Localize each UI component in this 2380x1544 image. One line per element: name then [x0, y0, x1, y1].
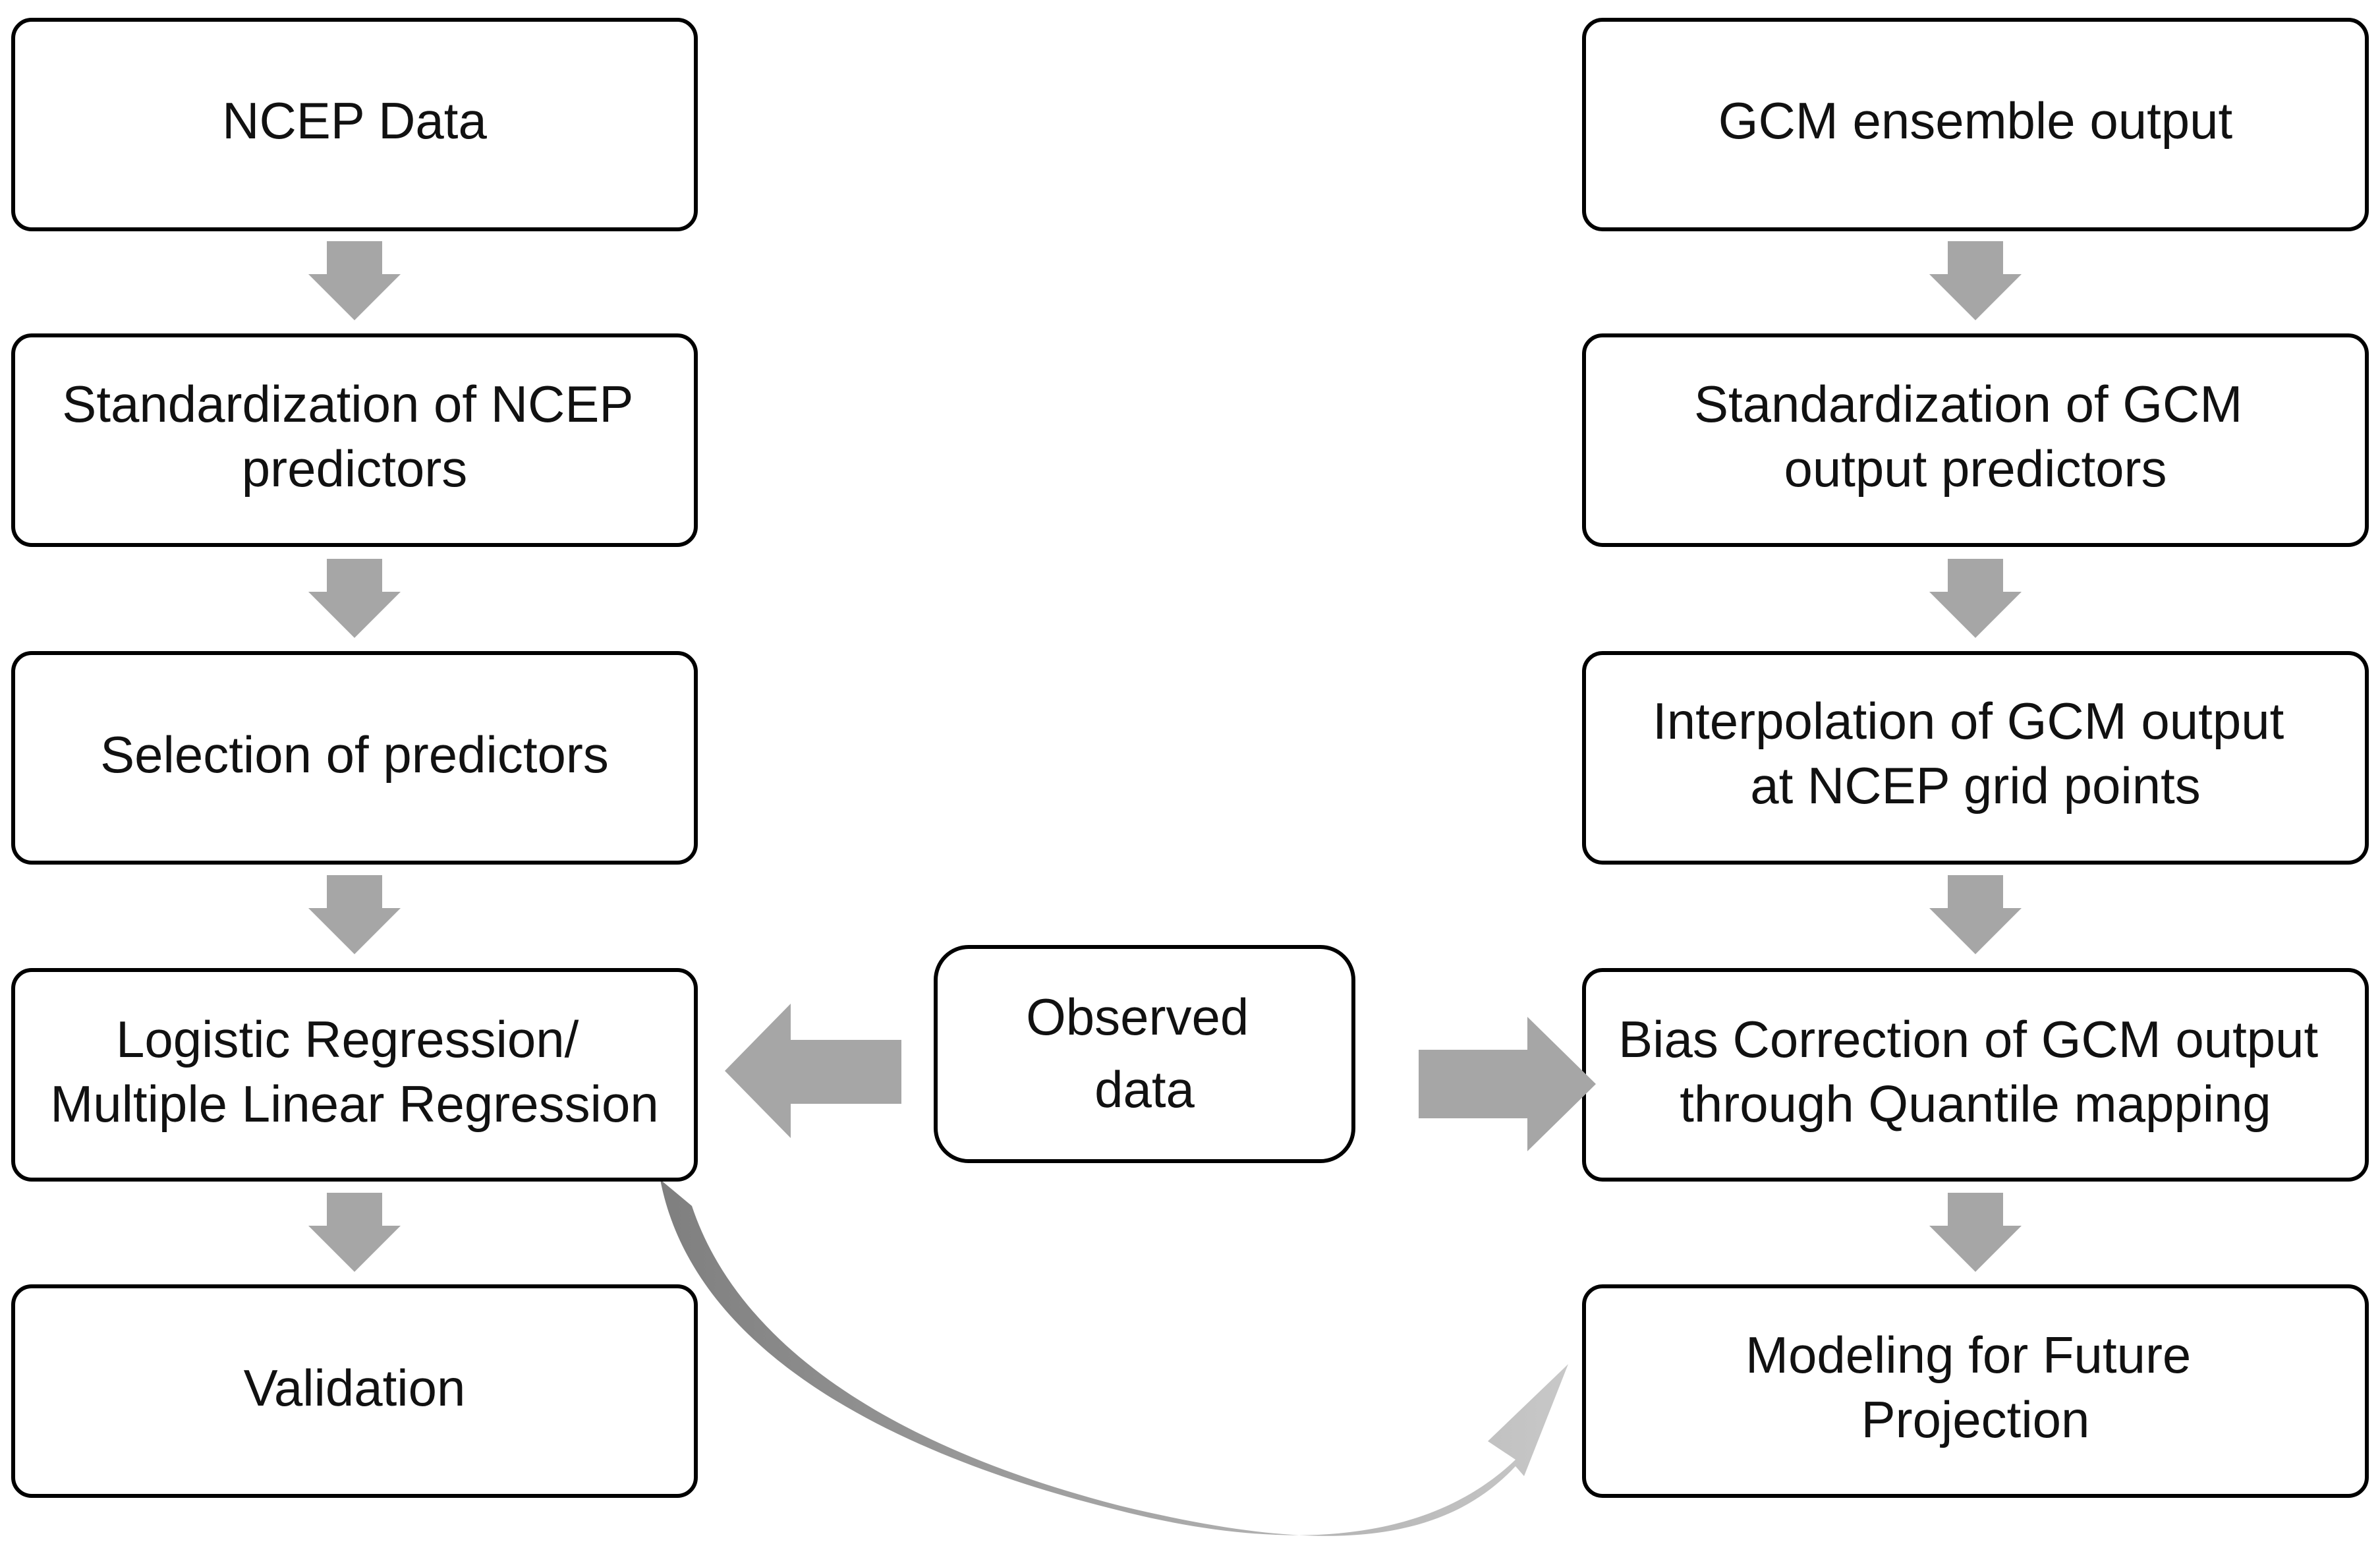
box-bias-correction-label: Bias Correction of GCM output through Qu…: [1618, 1010, 2333, 1133]
arrow-down-standardization-to-selection: [308, 559, 401, 638]
arrow-down-selection-to-regression: [308, 875, 401, 954]
arrow-down-gcm-to-standardization: [1929, 241, 2022, 320]
box-selection-predictors-label: Selection of predictors: [100, 726, 609, 784]
box-standardization-gcm-label: Standardization of GCM output predictors: [1694, 375, 2257, 498]
box-gcm-ensemble: GCM ensemble output: [1582, 18, 2369, 231]
arrow-down-ncep-to-standardization: [308, 241, 401, 320]
box-validation-label: Validation: [244, 1359, 466, 1417]
box-interpolation-gcm: Interpolation of GCM output at NCEP grid…: [1582, 651, 2369, 865]
box-standardization-gcm: Standardization of GCM output predictors: [1582, 333, 2369, 547]
box-selection-predictors: Selection of predictors: [11, 651, 698, 865]
box-future-projection: Modeling for Future Projection: [1582, 1284, 2369, 1498]
curved-arrow-regression-to-projection: [660, 1180, 1568, 1536]
box-regression-label: Logistic Regression/ Multiple Linear Reg…: [50, 1010, 658, 1133]
box-standardization-ncep-label: Standardization of NCEP predictors: [62, 375, 646, 498]
arrow-right-observed-to-bias-correction: [1419, 1017, 1596, 1151]
arrow-left-observed-to-regression: [725, 1004, 901, 1138]
box-ncep-data: NCEP Data: [11, 18, 698, 231]
arrow-down-bias-correction-to-projection: [1929, 1193, 2022, 1272]
arrow-down-regression-to-validation: [308, 1193, 401, 1272]
box-ncep-data-label: NCEP Data: [222, 92, 487, 150]
box-interpolation-gcm-label: Interpolation of GCM output at NCEP grid…: [1653, 692, 2298, 815]
box-future-projection-label: Modeling for Future Projection: [1745, 1326, 2205, 1448]
box-observed-data: Observed data: [934, 945, 1355, 1163]
box-standardization-ncep: Standardization of NCEP predictors: [11, 333, 698, 547]
box-bias-correction: Bias Correction of GCM output through Qu…: [1582, 968, 2369, 1182]
box-gcm-ensemble-label: GCM ensemble output: [1718, 92, 2233, 150]
arrow-down-standardization-to-interpolation: [1929, 559, 2022, 638]
arrow-down-interpolation-to-bias-correction: [1929, 875, 2022, 954]
box-regression: Logistic Regression/ Multiple Linear Reg…: [11, 968, 698, 1182]
box-observed-data-label: Observed data: [1026, 988, 1263, 1118]
box-validation: Validation: [11, 1284, 698, 1498]
